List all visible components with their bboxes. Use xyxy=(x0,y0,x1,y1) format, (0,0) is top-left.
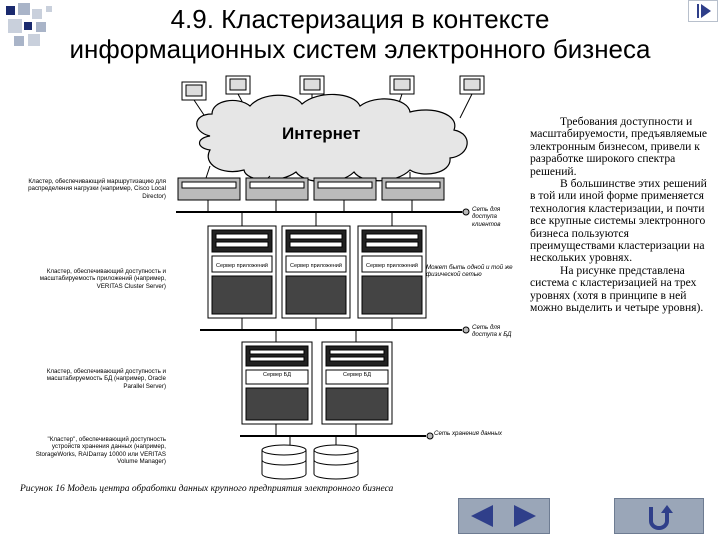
app-cluster-label: Кластер, обеспечивающий доступность и ма… xyxy=(39,268,166,290)
client-network-line xyxy=(176,208,470,216)
storage-disks xyxy=(261,444,359,480)
triangle-right-icon xyxy=(697,4,711,18)
internet-cloud xyxy=(196,93,468,183)
db-network-note: Сеть для доступа к БД xyxy=(472,324,512,339)
figure-caption: Рисунок 16 Модель центра обработки данны… xyxy=(20,484,394,494)
db-server-label-1: Сервер БД xyxy=(248,372,306,378)
slide-title: 4.9. Кластеризация в контексте информаци… xyxy=(20,4,700,64)
body-paragraph: В большинстве этих решений в той или ино… xyxy=(530,177,707,265)
triangle-right-icon xyxy=(514,505,536,527)
network-diagram-drawing xyxy=(176,75,485,480)
storage-network-line xyxy=(240,432,434,446)
router-cluster-label: Кластер, обеспечивающий маршрутизацию дл… xyxy=(28,178,166,200)
db-cluster-label: Кластер, обеспечивающий доступность и ма… xyxy=(46,368,166,390)
db-server-tier xyxy=(241,330,393,436)
internet-cloud-label: Интернет xyxy=(282,124,361,143)
slide-navigation xyxy=(458,498,550,534)
slide-title-line1: 4.9. Кластеризация в контексте xyxy=(170,4,550,34)
next-slide-corner-button[interactable] xyxy=(688,0,718,22)
return-arrow-icon xyxy=(649,505,673,530)
storage-network-note: Сеть хранения данных xyxy=(434,430,502,437)
db-server-label-2: Сервер БД xyxy=(328,372,386,378)
app-server-label-1: Сервер приложений xyxy=(214,263,270,269)
body-paragraph: На рисунке представлена система с класте… xyxy=(530,263,704,315)
app-server-label-2: Сервер приложений xyxy=(288,263,344,269)
db-network-line xyxy=(200,326,470,334)
storage-cluster-label: "Кластер", обеспечивающий доступность ус… xyxy=(35,436,166,466)
previous-slide-button[interactable] xyxy=(459,499,504,533)
router-tier xyxy=(177,165,445,212)
slide-body-text: Требования доступности и масштабируемост… xyxy=(530,115,712,315)
app-server-tier xyxy=(207,212,427,330)
triangle-left-icon xyxy=(471,505,493,527)
return-button[interactable] xyxy=(614,498,704,534)
app-server-label-3: Сервер приложений xyxy=(364,263,420,269)
next-slide-button[interactable] xyxy=(504,499,549,533)
client-network-note: Сеть для доступа клиентов xyxy=(472,206,501,228)
slide-title-line2: информационных систем электронного бизне… xyxy=(69,34,651,64)
body-paragraph: Требования доступности и масштабируемост… xyxy=(530,115,708,178)
physical-network-note: Может быть одной и той же физической сет… xyxy=(426,264,513,279)
